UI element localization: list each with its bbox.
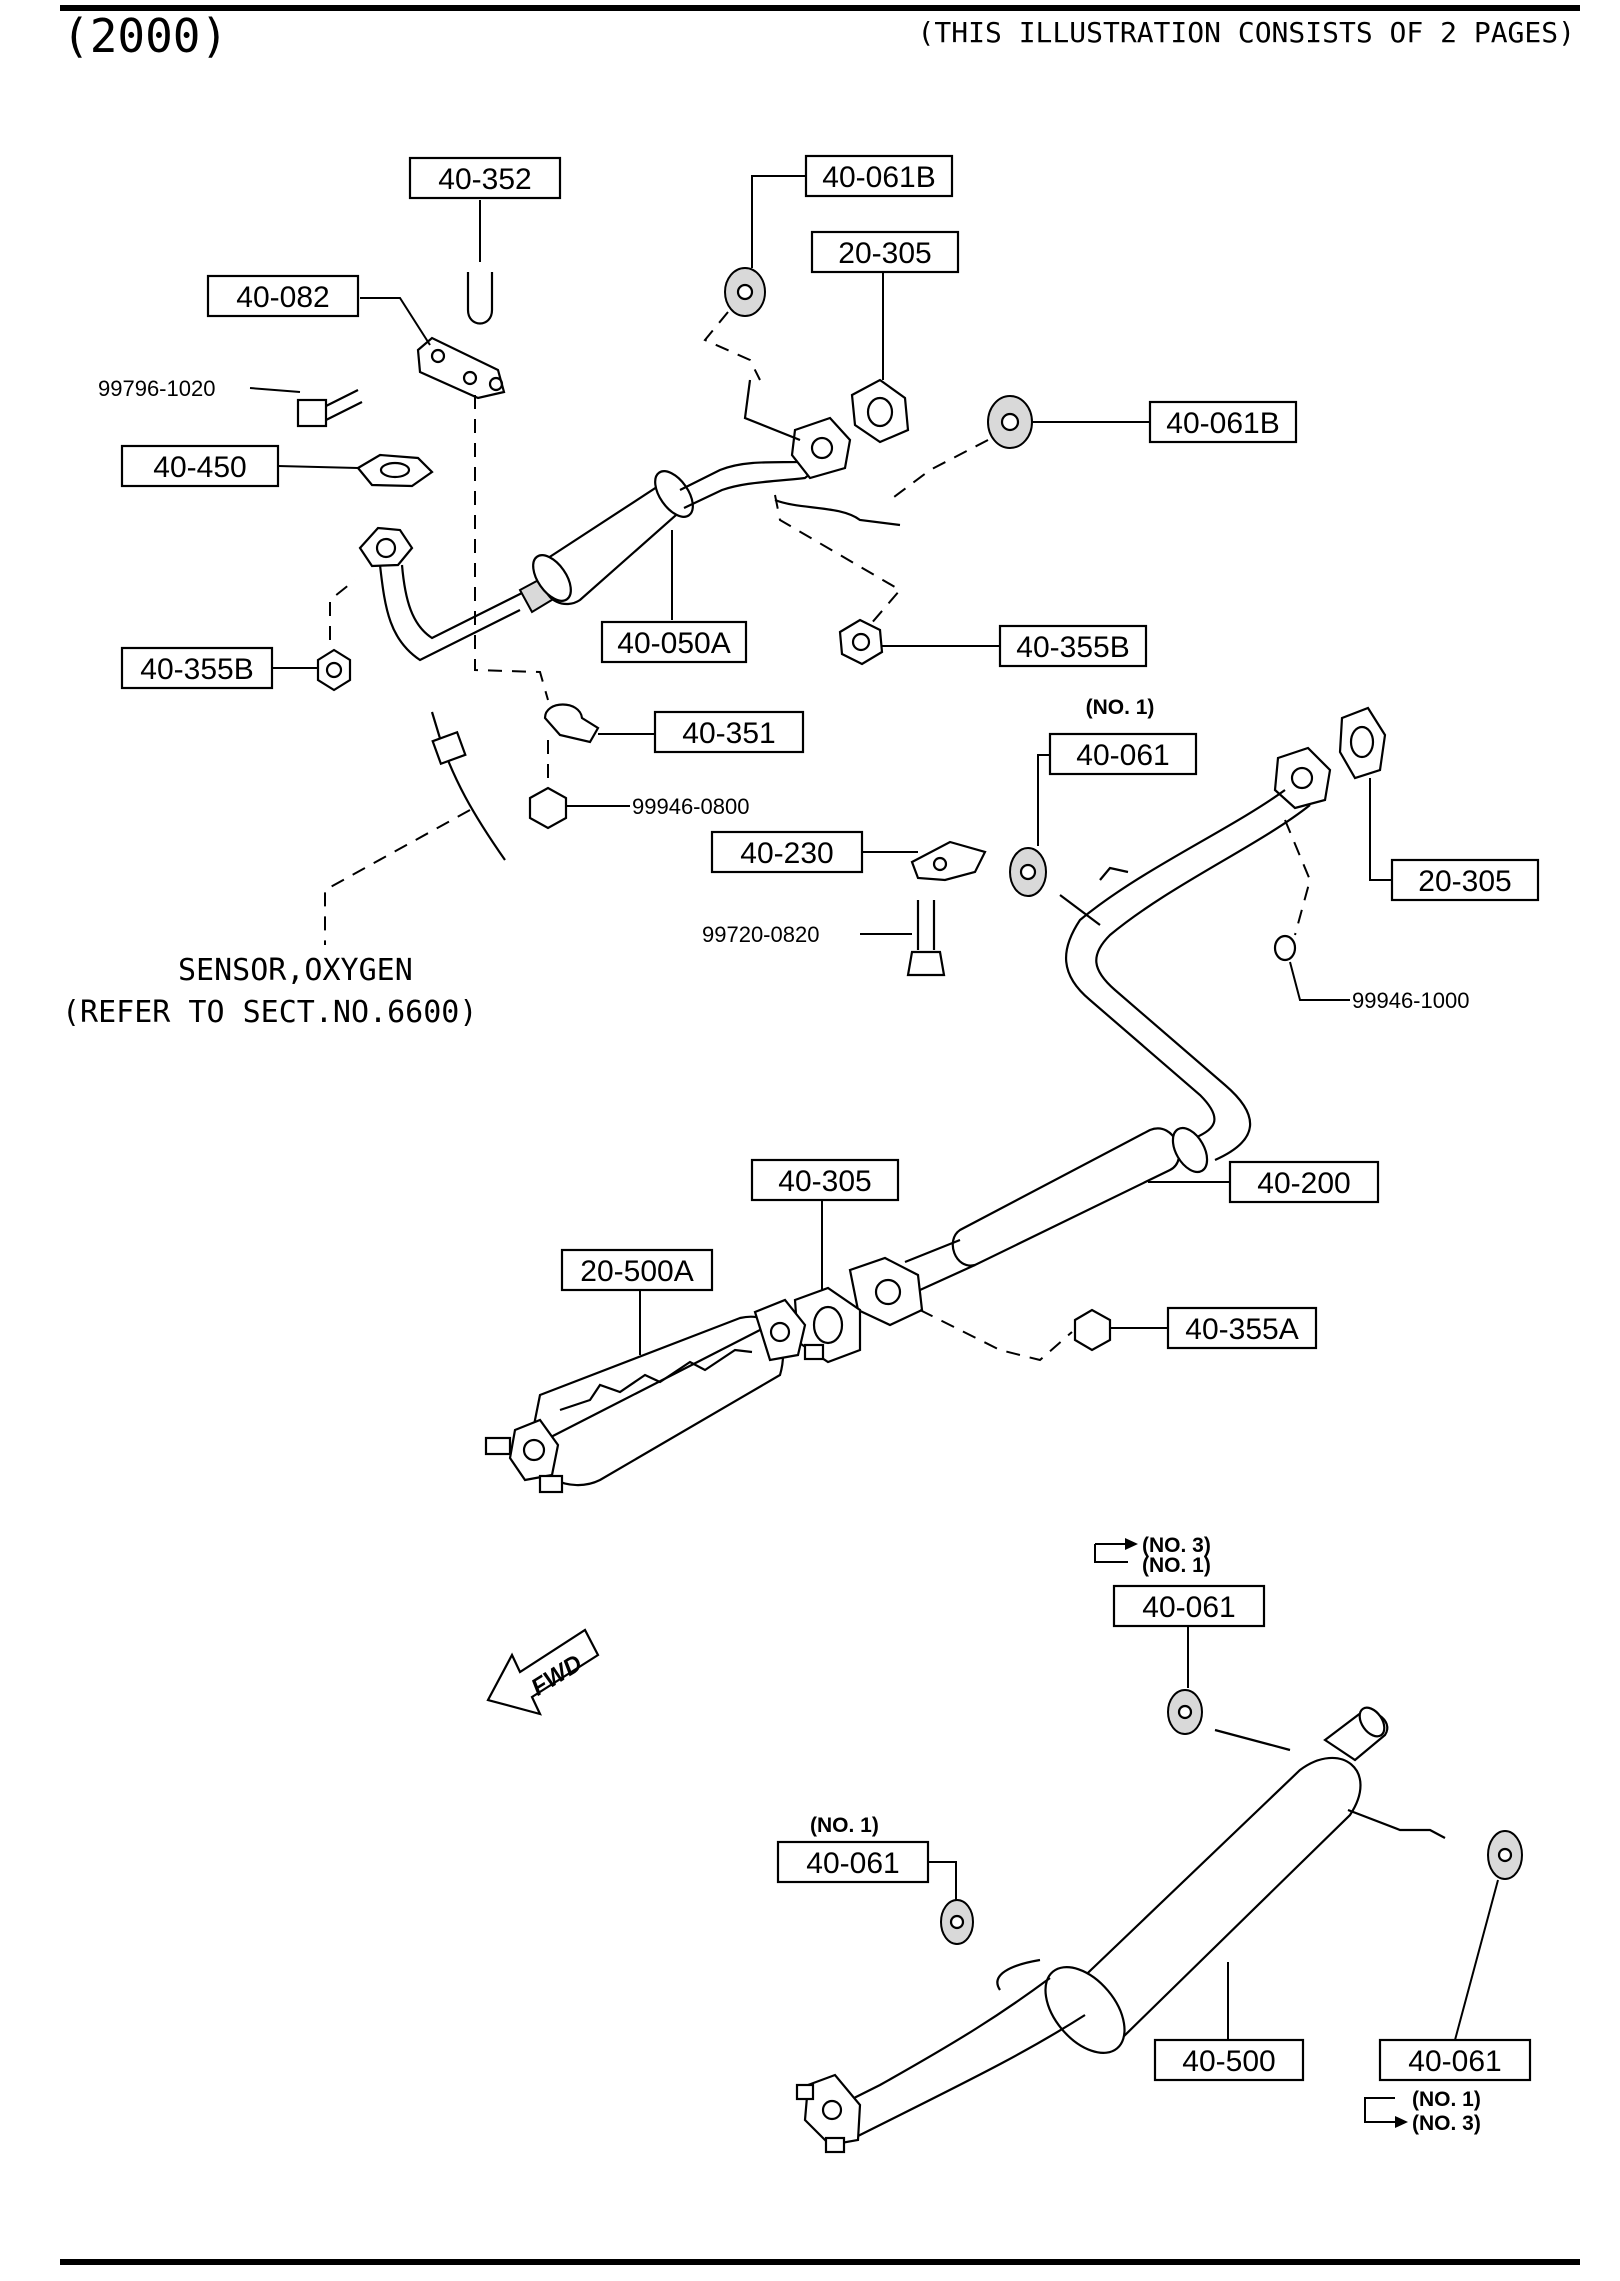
label-box-40-200: [1228, 1160, 1380, 1204]
part-label-40-061B-right[interactable]: 40-061B: [1166, 407, 1279, 440]
header-year: (2000): [62, 9, 228, 63]
part-label-40-351[interactable]: 40-351: [682, 717, 775, 750]
part-label-40-061-rear-left[interactable]: 40-061: [806, 1847, 899, 1880]
hanger-rubber-40-061-rear-left: [940, 1899, 974, 1945]
oxygen-sensor: [430, 711, 506, 861]
clamp-40-351: [543, 703, 600, 744]
bolt-99720-0820: [906, 900, 946, 977]
label-box-40-050A: [600, 620, 748, 664]
front-pipe-40-050A: [358, 379, 901, 662]
hanger-rubber-40-061-rear-right: [1487, 1830, 1523, 1880]
note-no1-top: (NO. 1): [1142, 1554, 1211, 1577]
part-label-40-450[interactable]: 40-450: [153, 451, 246, 484]
hanger-rubber-40-061-mid: [1009, 847, 1047, 897]
part-label-40-355A[interactable]: 40-355A: [1185, 1313, 1298, 1346]
bolt-99796-1020: [296, 389, 363, 428]
label-box-40-061-rear-left: [776, 1840, 930, 1884]
part-label-40-305[interactable]: 40-305: [778, 1165, 871, 1198]
part-label-40-061-rear-right[interactable]: 40-061: [1408, 2045, 1501, 2078]
part-label-20-305-mid[interactable]: 20-305: [1418, 865, 1511, 898]
part-label-40-352[interactable]: 40-352: [438, 163, 531, 196]
bracket-40-082: [416, 336, 506, 400]
label-box-20-500A: [560, 1248, 714, 1292]
sensor-label-line1: SENSOR,OXYGEN: [178, 953, 413, 988]
main-muffler-40-500: [795, 1706, 1446, 2154]
part-label-99946-0800[interactable]: 99946-0800: [632, 794, 749, 819]
part-label-20-500A[interactable]: 20-500A: [580, 1255, 693, 1288]
label-box-40-355A: [1166, 1306, 1318, 1350]
part-label-99946-1000[interactable]: 99946-1000: [1352, 988, 1469, 1013]
forward-direction-arrow: FWD: [486, 1628, 600, 1716]
gasket-40-450: [356, 453, 434, 488]
part-label-40-082[interactable]: 40-082: [236, 281, 329, 314]
note-no1-bottom: (NO. 1): [1412, 2088, 1481, 2111]
label-box-40-352: [408, 156, 562, 200]
hanger-rubber-40-061B-right: [987, 395, 1033, 449]
label-box-40-082: [206, 274, 360, 318]
gasket-20-305-top: [850, 378, 910, 444]
u-bolt-40-352: [466, 272, 494, 325]
label-box-40-061B-right: [1148, 400, 1298, 444]
note-no1-mid: (NO. 1): [1086, 696, 1155, 719]
part-label-40-061-mid[interactable]: 40-061: [1076, 739, 1169, 772]
label-box-40-500: [1153, 2038, 1305, 2082]
part-label-40-061-rear-top[interactable]: 40-061: [1142, 1591, 1235, 1624]
part-label-99720-0820[interactable]: 99720-0820: [702, 922, 819, 947]
note-no3-top: (NO. 3): [1142, 1534, 1211, 1557]
bracket-40-230: [910, 840, 987, 882]
nut-99946-0800: [528, 786, 568, 830]
part-label-40-355B-left[interactable]: 40-355B: [140, 653, 253, 686]
part-label-40-500[interactable]: 40-500: [1182, 2045, 1275, 2078]
label-box-40-351: [653, 710, 805, 754]
hanger-rubber-40-061-rear-top: [1167, 1689, 1203, 1735]
label-box-20-305-top: [810, 230, 960, 274]
part-label-40-200[interactable]: 40-200: [1257, 1167, 1350, 1200]
label-box-40-061-rear-right: [1378, 2038, 1532, 2082]
gasket-20-305-mid: [1338, 706, 1387, 780]
label-box-40-450: [120, 444, 280, 488]
part-label-40-230[interactable]: 40-230: [740, 837, 833, 870]
header-page-note: (THIS ILLUSTRATION CONSISTS OF 2 PAGES): [918, 16, 1575, 49]
label-box-40-355B-right: [998, 624, 1148, 668]
label-box-20-305-mid: [1390, 858, 1540, 902]
label-box-40-230: [710, 830, 864, 874]
label-box-40-061-mid: [1048, 732, 1198, 776]
nut-40-355B-right: [838, 618, 884, 666]
center-pipe-40-200: [848, 746, 1332, 1327]
part-label-40-355B-right[interactable]: 40-355B: [1016, 631, 1129, 664]
label-box-40-061B-top: [804, 154, 954, 198]
nut-40-355B-left: [316, 648, 352, 692]
label-box-40-305: [750, 1158, 900, 1202]
part-label-40-050A[interactable]: 40-050A: [617, 627, 730, 660]
label-box-40-355B-left: [120, 646, 274, 690]
part-label-99796-1020[interactable]: 99796-1020: [98, 376, 215, 401]
catalytic-converter-20-500A: [484, 1298, 825, 1494]
nut-40-355A: [1073, 1308, 1112, 1352]
part-label-40-061B-top[interactable]: 40-061B: [822, 161, 935, 194]
note-no3-bottom: (NO. 3): [1412, 2112, 1481, 2135]
hanger-rubber-40-061B-top: [724, 267, 766, 317]
nut-99946-1000: [1273, 934, 1297, 962]
part-label-20-305-top[interactable]: 20-305: [838, 237, 931, 270]
note-no1-left: (NO. 1): [810, 1814, 879, 1837]
sensor-label-line2: (REFER TO SECT.NO.6600): [62, 995, 477, 1030]
